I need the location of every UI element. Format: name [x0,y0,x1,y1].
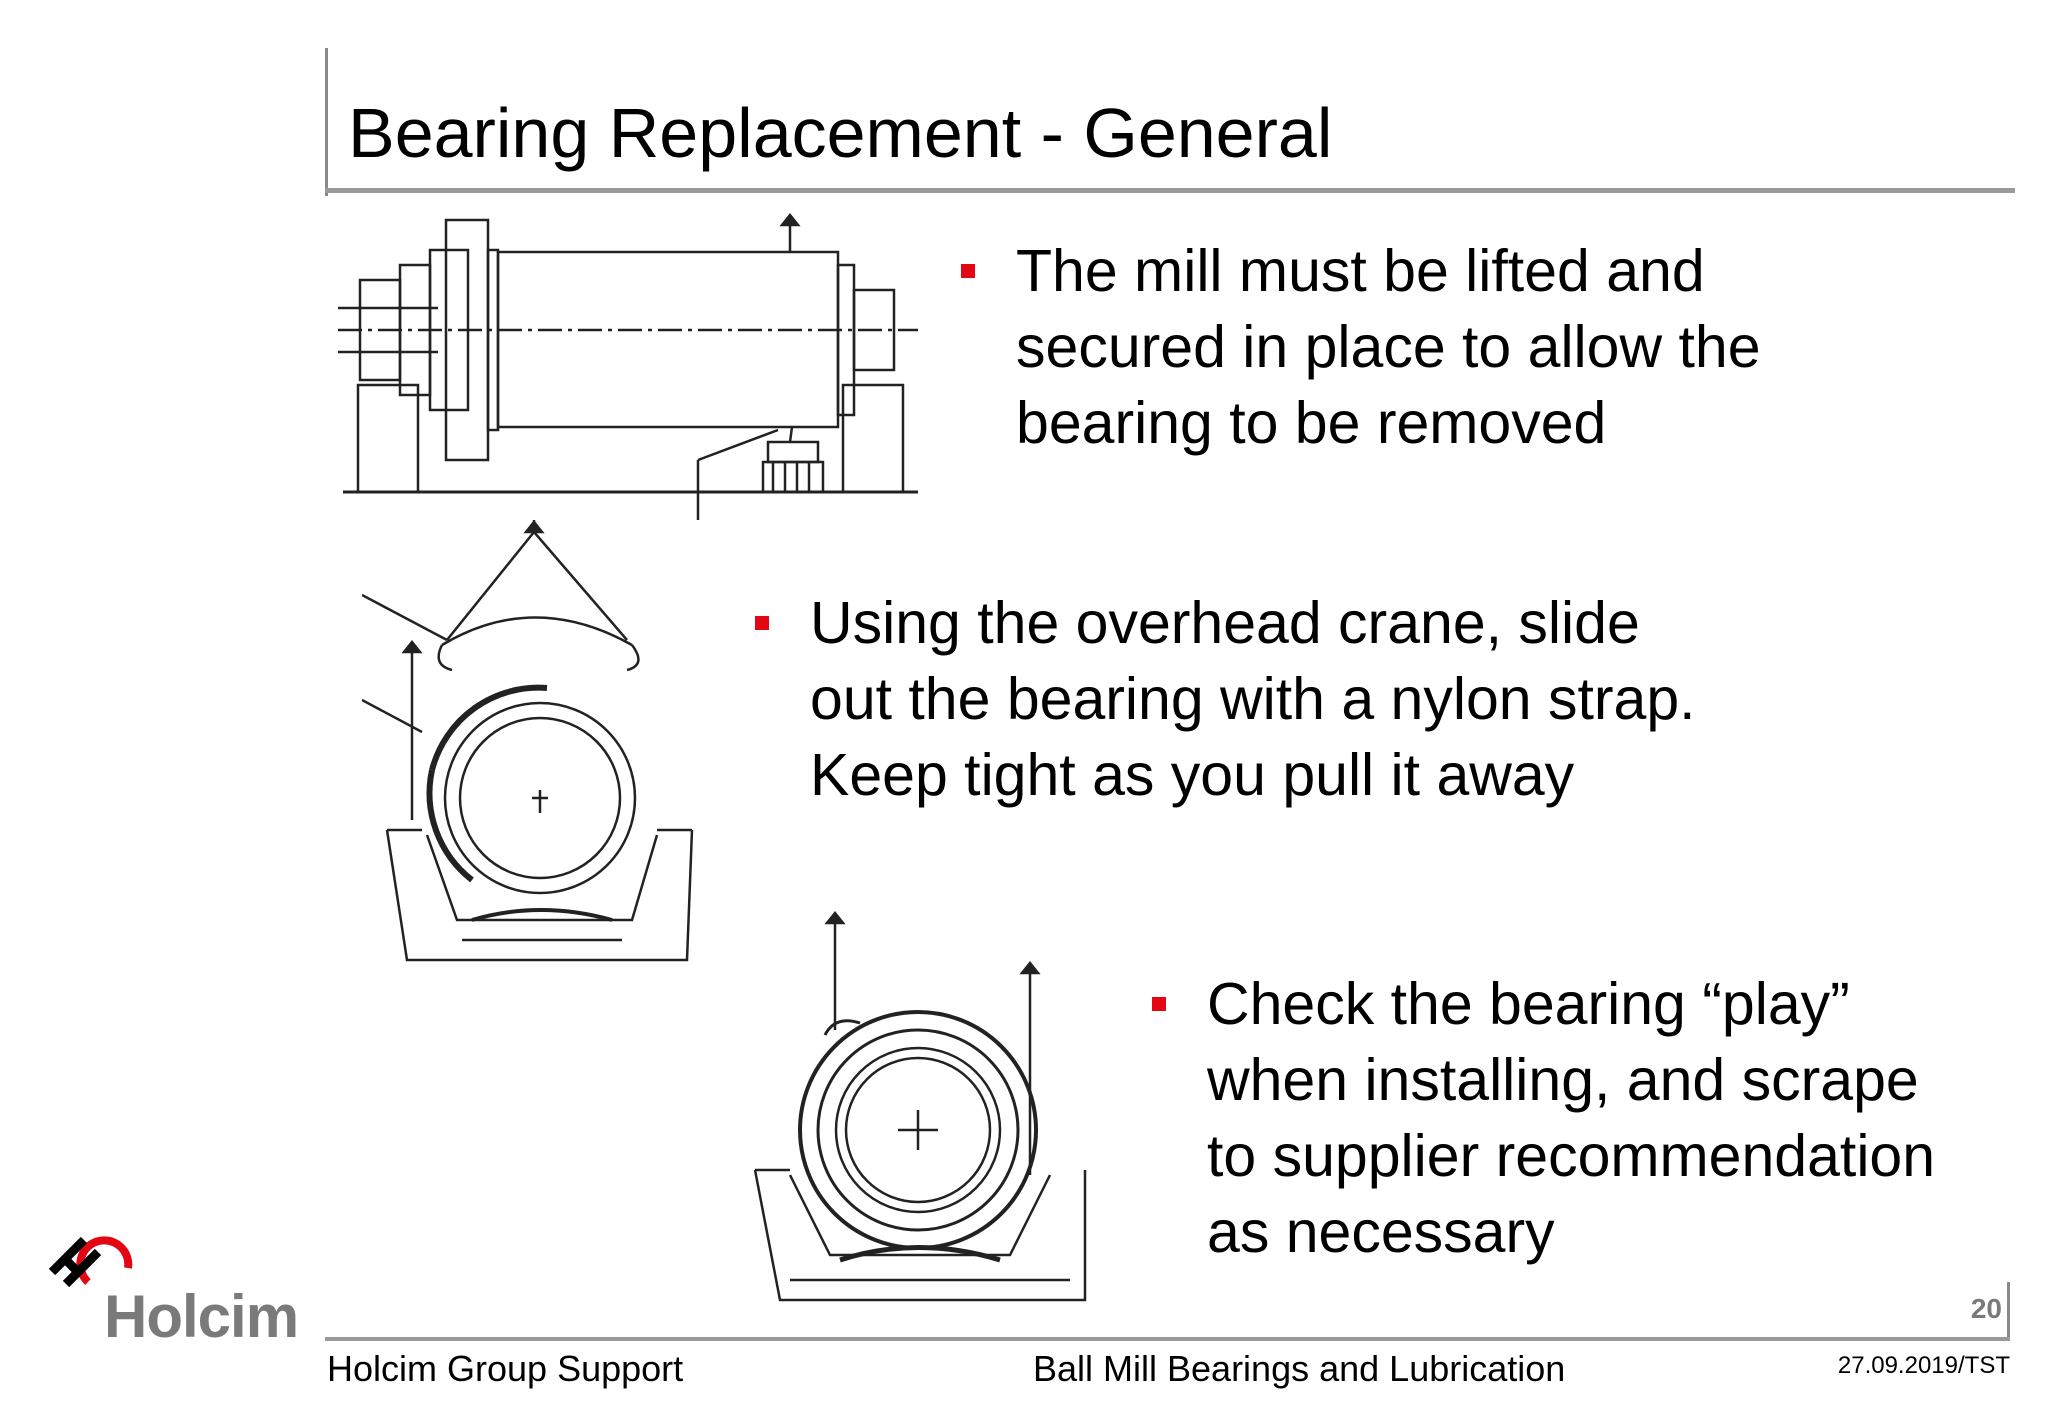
bullet-bearing-play: Check the bearing “play” when installing… [1152,966,1936,1270]
page-title: Bearing Replacement - General [348,94,1333,172]
bullet-line: Keep tight as you pull it away [810,742,1575,808]
bullet-line: out the bearing with a nylon strap. [810,666,1696,732]
bullet-line: as necessary [1207,1199,1555,1265]
footer-rule [325,1337,2010,1341]
page-number: 20 [1970,1293,2002,1324]
bullet-line: The mill must be lifted and [1016,238,1705,304]
bullet-line: Using the overhead crane, slide [810,590,1640,656]
crane-bearing-end-view-drawing [362,520,702,965]
footer-date-code: 27.09.2019/TST [1837,1352,2010,1379]
footer-presentation-title: Ball Mill Bearings and Lubrication [1033,1348,1566,1389]
square-bullet-icon [755,616,769,630]
title-underline-rule [325,188,2015,193]
footer-organization: Holcim Group Support [327,1348,684,1389]
mill-side-view-drawing [338,210,918,530]
holcim-logo-icon [48,1236,133,1288]
title-vertical-rule [325,48,328,196]
square-bullet-icon [961,264,975,278]
bullet-line: bearing to be removed [1016,390,1607,456]
logo-wordmark: Holcim [104,1283,299,1350]
bullet-lift-mill: The mill must be lifted and secured in p… [961,233,1761,461]
bullet-line: when installing, and scrape [1207,1047,1919,1113]
bearing-play-check-drawing [750,905,1100,1315]
square-bullet-icon [1152,997,1166,1011]
bullet-overhead-crane: Using the overhead crane, slide out the … [755,585,1696,813]
bullet-line: Check the bearing “play” [1207,971,1850,1037]
holcim-logo: Holcim [44,1230,304,1350]
footer-vertical-rule [2007,1282,2010,1340]
bullet-line: to supplier recommendation [1207,1123,1936,1189]
bullet-line: secured in place to allow the [1016,314,1761,380]
